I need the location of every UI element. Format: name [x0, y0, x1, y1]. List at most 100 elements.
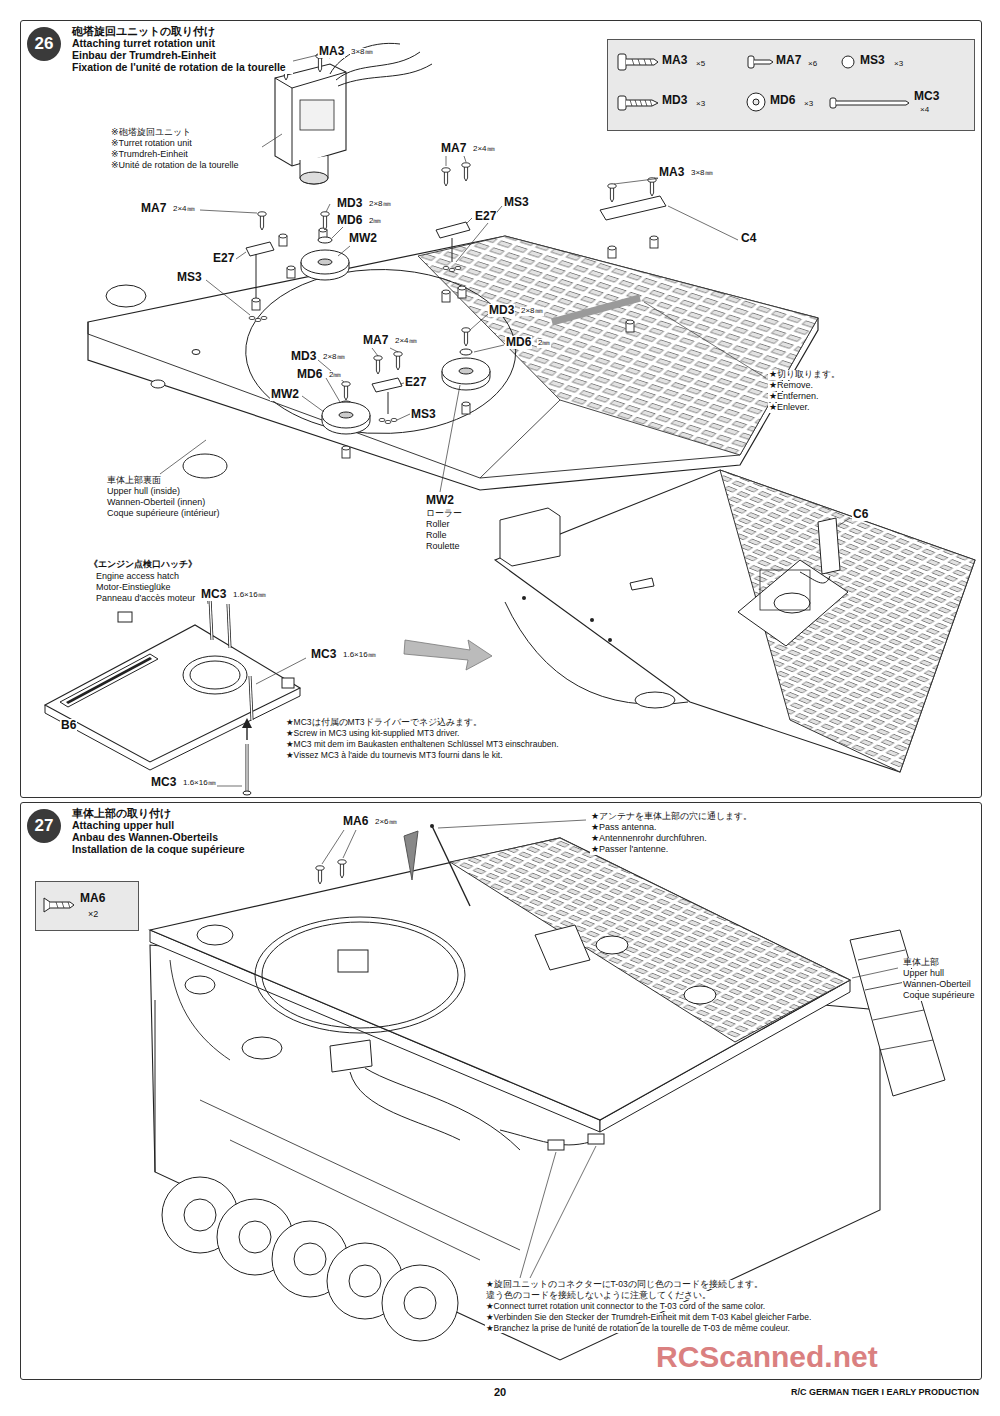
- part-quantity: ×6: [808, 60, 817, 69]
- dimension-label: 3×8㎜: [350, 48, 374, 57]
- part-code: MD3: [662, 94, 687, 107]
- part-callout: MA7: [362, 334, 389, 347]
- part-callout: C4: [740, 232, 757, 245]
- dimension-label: 1.6×16㎜: [232, 591, 267, 600]
- step-number: 27: [27, 809, 61, 843]
- note-text: Roller: [425, 520, 451, 530]
- note-text: 車体上部: [902, 958, 940, 968]
- direction-arrow: [404, 640, 492, 670]
- page-number: 20: [493, 1386, 507, 1398]
- note-text: ★Passer l'antenne.: [590, 845, 669, 855]
- note-text: ※Turret rotation unit: [110, 139, 193, 149]
- part-quantity: ×2: [88, 910, 98, 920]
- dimension-label: 2×8㎜: [322, 353, 346, 362]
- note-text: ★Enlever.: [768, 403, 811, 413]
- part-callout: MD6: [296, 368, 323, 381]
- step-title: Attaching turret rotation unit: [71, 38, 293, 50]
- upper-hull-plate: [88, 236, 818, 490]
- note-text: Wannen-Oberteil: [902, 980, 972, 990]
- footer-title: R/C GERMAN TIGER I EARLY PRODUCTION: [790, 1388, 980, 1398]
- note-text: ★Screw in MC3 using kit-supplied MT3 dri…: [285, 729, 460, 738]
- note-text: Rolle: [425, 531, 448, 541]
- dimension-label: 2×8㎜: [368, 200, 392, 209]
- part-callout: MD6: [505, 336, 532, 349]
- dimension-label: 2×4㎜: [172, 205, 196, 214]
- part-callout: MD3: [290, 350, 317, 363]
- note-text: Coque supérieure: [902, 991, 976, 1001]
- note-text: ★Remove.: [768, 381, 814, 391]
- step-title: Installation de la coque supérieure: [71, 844, 293, 856]
- note-text: 《エンジン点検口ハッチ》: [88, 560, 198, 570]
- step-title: 車体上部の取り付け: [71, 807, 293, 819]
- part-code: MA7: [776, 54, 801, 67]
- note-text: Coque supérieure (intérieur): [106, 509, 221, 519]
- part-callout: MA3: [318, 45, 345, 58]
- step-title: Anbau des Wannen-Oberteils: [71, 832, 293, 844]
- part-callout: MW2: [348, 232, 378, 245]
- engine-hatch: [45, 598, 306, 795]
- note-text: ★Antennenrohr durchführen.: [590, 834, 708, 844]
- part-quantity: ×3: [894, 60, 903, 69]
- part-callout: MS3: [503, 196, 530, 209]
- note-text: ★旋回ユニットのコネクターにT-03の同じ色のコードを接続します。: [485, 1280, 764, 1289]
- note-text: Engine access hatch: [95, 572, 180, 582]
- part-callout: MD6: [336, 214, 363, 227]
- note-text: ★Connect turret rotation unit connector …: [485, 1302, 766, 1311]
- part-callout: MA6: [342, 815, 369, 828]
- part-code: MS3: [860, 54, 885, 67]
- part-quantity: ×3: [696, 100, 705, 109]
- part-quantity: ×4: [920, 106, 929, 115]
- step-number-circle: 26: [27, 27, 61, 61]
- part-callout: E27: [474, 210, 497, 223]
- part-callout: C6: [852, 508, 869, 521]
- dimension-label: 2㎜: [328, 371, 342, 380]
- part-quantity: ×3: [804, 100, 813, 109]
- part-callout: MC3: [200, 588, 227, 601]
- assembled-view: [495, 470, 975, 772]
- dimension-label: 2×6㎜: [374, 818, 398, 827]
- dimension-label: 2㎜: [368, 217, 382, 226]
- part-code: MC3: [914, 90, 939, 103]
- dimension-label: 2㎜: [537, 339, 551, 348]
- part-callout: MW2: [270, 388, 300, 401]
- dimension-label: 1.6×16㎜: [342, 651, 377, 660]
- step-title: 砲塔旋回ユニットの取り付け: [71, 25, 293, 37]
- part-callout: MA7: [140, 202, 167, 215]
- step-number: 26: [27, 27, 61, 61]
- step-title: Einbau der Trumdreh-Einheit: [71, 50, 293, 62]
- part-callout: MC3: [310, 648, 337, 661]
- part-code: MA3: [662, 54, 687, 67]
- step-title: Fixation de l'unité de rotation de la to…: [71, 62, 293, 74]
- part-callout: MS3: [176, 271, 203, 284]
- note-text: 車体上部裏面: [106, 476, 162, 486]
- part-callout: MC3: [150, 776, 177, 789]
- note-text: ★切り取ります。: [768, 370, 841, 380]
- part-callout: E27: [212, 252, 235, 265]
- part-callout: MA3: [658, 166, 685, 179]
- part-callout: MD3: [488, 304, 515, 317]
- note-text: ★MC3 mit dem im Baukasten enthaltenen Sc…: [285, 740, 560, 749]
- part-code: MA6: [80, 892, 105, 905]
- part-code: MD6: [770, 94, 795, 107]
- dimension-label: 2×4㎜: [394, 337, 418, 346]
- note-text: Panneau d'accès moteur: [95, 594, 196, 604]
- note-text: ※砲塔旋回ユニット: [110, 128, 192, 138]
- note-text: ★MC3は付属のMT3ドライバーでネジ込みます。: [285, 718, 483, 727]
- step-number-circle: 27: [27, 809, 61, 843]
- note-text: ★Branchez la prise de l'unité de rotatio…: [485, 1324, 791, 1333]
- note-text: ※Unité de rotation de la tourelle: [110, 161, 240, 171]
- leader-lines: [322, 820, 898, 1278]
- part-callout: E27: [404, 376, 427, 389]
- dimension-label: 3×8㎜: [690, 169, 714, 178]
- part-quantity: ×5: [696, 60, 705, 69]
- turret-rotation-unit: [275, 43, 432, 184]
- note-text: ★Vissez MC3 à l'aide du tournevis MT3 fo…: [285, 751, 504, 760]
- watermark: RCScanned.net: [655, 1340, 879, 1373]
- note-text: 違う色のコードを接続しないように注意してください。: [485, 1291, 712, 1300]
- upper-hull: [150, 824, 850, 1150]
- bracket-parts: [246, 163, 666, 458]
- parts-icons: [36, 882, 140, 932]
- note-text: Upper hull (inside): [106, 487, 181, 497]
- note-text: Upper hull: [902, 969, 945, 979]
- parts-box: MA3×5MA7×6MS3×3MD3×3MD6×3MC3×4: [607, 39, 975, 131]
